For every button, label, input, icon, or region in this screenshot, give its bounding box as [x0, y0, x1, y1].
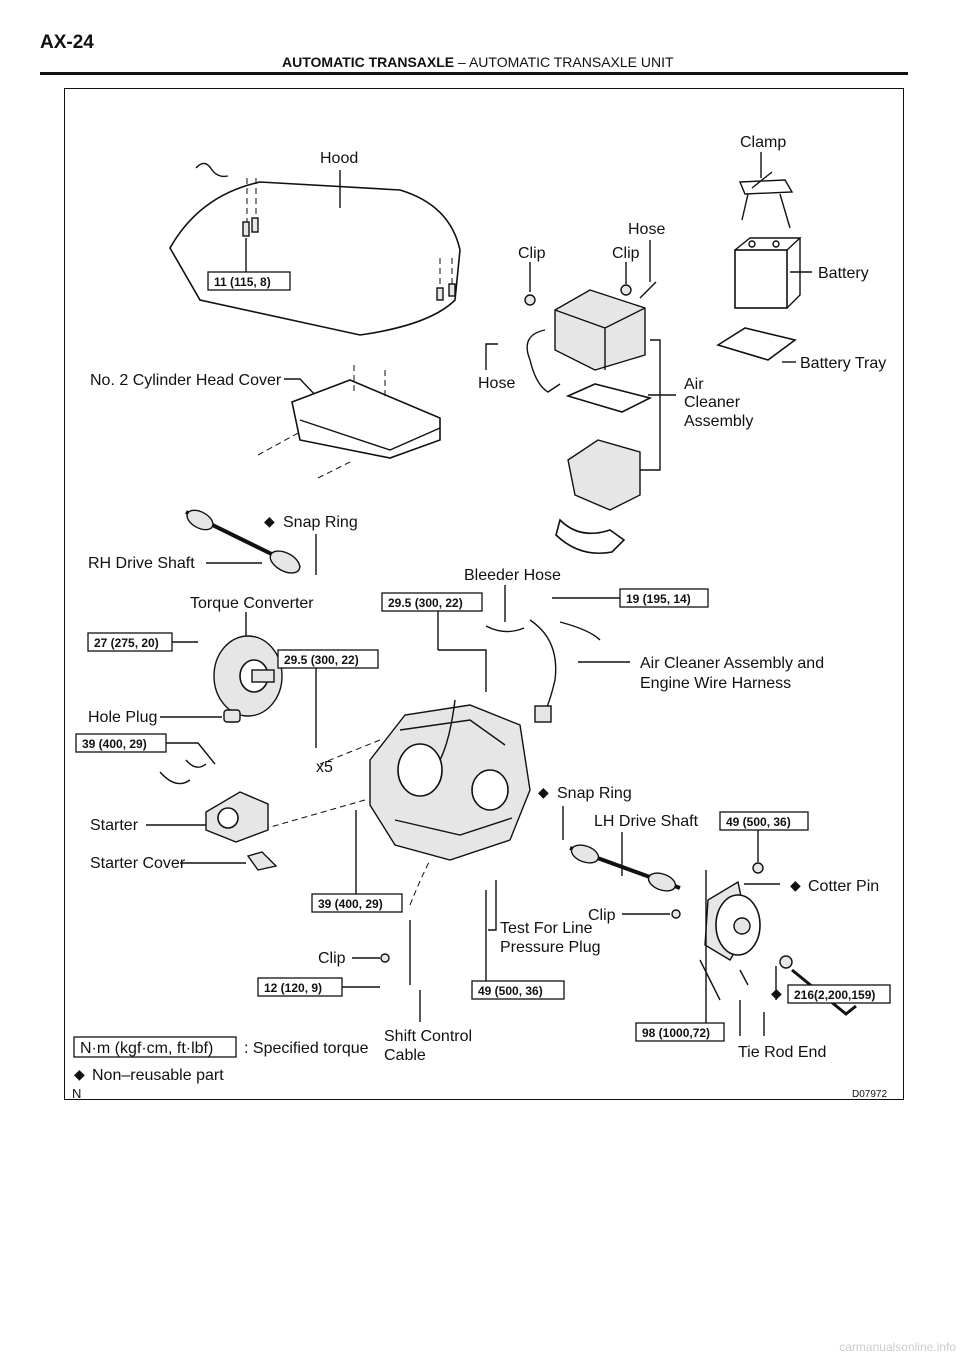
subsection-title: AUTOMATIC TRANSAXLE UNIT [468, 54, 674, 70]
torque-295-b-value: 29.5 (300, 22) [284, 653, 359, 667]
watermark: carmanualsonline.info [839, 1340, 956, 1354]
label-bleeder: Bleeder Hose [464, 567, 561, 584]
torque-49-a-value: 49 (500, 36) [726, 815, 791, 829]
torque-12: 12 (120, 9) [257, 977, 380, 997]
label-hose-left: Hose [478, 375, 515, 392]
torque-39-a-value: 39 (400, 29) [82, 737, 147, 751]
label-harness-2: Engine Wire Harness [640, 675, 791, 692]
label-clip-b: Clip [612, 245, 640, 262]
label-hose-top: Hose [628, 221, 665, 238]
label-hood: Hood [320, 150, 358, 167]
torque-39-b-value: 39 (400, 29) [318, 897, 383, 911]
rh-drive-shaft-part [185, 509, 301, 574]
torque-295-b: 29.5 (300, 22) [277, 649, 379, 748]
transaxle-part [369, 699, 531, 861]
label-clip-a: Clip [518, 245, 546, 262]
label-starter-cover: Starter Cover [90, 855, 186, 872]
section-header: AUTOMATIC TRANSAXLE – AUTOMATIC TRANSAXL… [282, 54, 674, 70]
harness-part [529, 619, 601, 723]
legend-spec: : Specified torque [244, 1040, 369, 1057]
header-rule [40, 72, 908, 75]
battery-part [734, 237, 802, 309]
label-snap-ring-2: Snap Ring [557, 785, 632, 802]
starter-part [159, 759, 269, 843]
figure-frame [64, 88, 904, 1100]
label-shift-2: Cable [384, 1047, 426, 1064]
label-air-cleaner-2: Cleaner [684, 394, 741, 411]
legend-nonreuse-symbol: ◆ [74, 1066, 85, 1082]
legend-unit: N·m (kgf·cm, ft·lbf) [80, 1040, 213, 1057]
label-battery: Battery [818, 265, 869, 282]
torque-98-value: 98 (1000,72) [642, 1026, 710, 1040]
legend-nonreuse: Non–reusable part [92, 1067, 224, 1084]
torque-49-b: 49 (500, 36) [471, 890, 565, 1000]
label-snap-ring-1: Snap Ring [283, 514, 358, 531]
label-head-cover: No. 2 Cylinder Head Cover [90, 372, 282, 389]
label-hole-plug: Hole Plug [88, 709, 157, 726]
air-cleaner-part [526, 289, 653, 511]
corner-mark: N [72, 1086, 81, 1101]
torque-49-a: 49 (500, 36) [719, 811, 809, 862]
battery-tray-part [716, 327, 797, 361]
label-torque-conv: Torque Converter [190, 595, 314, 612]
cotter-symbol: ◆ [790, 877, 801, 893]
label-lh-drive: LH Drive Shaft [594, 813, 699, 830]
label-test-2: Pressure Plug [500, 939, 601, 956]
label-clamp: Clamp [740, 134, 786, 151]
torque-12-value: 12 (120, 9) [264, 981, 322, 995]
label-rh-drive: RH Drive Shaft [88, 555, 195, 572]
lh-drive-shaft-part [569, 844, 681, 892]
label-test-1: Test For Line [500, 920, 593, 937]
torque-295-a: 29.5 (300, 22) [381, 592, 487, 692]
label-shift-1: Shift Control [384, 1028, 472, 1045]
torque-19: 19 (195, 14) [552, 588, 709, 608]
torque-216-value: 216(2,200,159) [794, 988, 875, 1002]
page-number: AX-24 [40, 32, 94, 53]
snap-ring-2-symbol: ◆ [538, 784, 549, 800]
label-x5: x5 [316, 759, 333, 776]
torque-27: 27 (275, 20) [87, 632, 198, 652]
torque-27-value: 27 (275, 20) [94, 636, 159, 650]
head-cover-part [257, 365, 441, 479]
air-duct-part [555, 518, 626, 554]
snap-ring-1-symbol: ◆ [264, 513, 275, 529]
section-title: AUTOMATIC TRANSAXLE [282, 54, 455, 70]
label-clip-c: Clip [588, 907, 616, 924]
torque-295-a-value: 29.5 (300, 22) [388, 596, 463, 610]
knuckle-part [699, 880, 761, 1001]
torque-49-b-value: 49 (500, 36) [478, 984, 543, 998]
torque-hood: 11 (115, 8) [207, 238, 291, 291]
label-starter: Starter [90, 817, 139, 834]
label-cotter: Cotter Pin [808, 878, 879, 895]
hood-part [169, 162, 461, 336]
tie-rod-symbol: ◆ [771, 985, 782, 1001]
label-tie-rod: Tie Rod End [738, 1044, 826, 1061]
clamp-part [738, 171, 794, 229]
label-clip-d: Clip [318, 950, 346, 967]
torque-216: 216(2,200,159) [787, 984, 891, 1004]
legend-torque: N·m (kgf·cm, ft·lbf) [73, 1036, 237, 1058]
label-air-cleaner-1: Air [684, 376, 704, 393]
figure-code: D07972 [852, 1089, 887, 1100]
torque-98: 98 (1000,72) [635, 870, 725, 1042]
torque-39-a: 39 (400, 29) [75, 733, 216, 765]
label-air-cleaner-3: Assembly [684, 413, 753, 430]
torque-39-b: 39 (400, 29) [311, 810, 403, 913]
label-battery-tray: Battery Tray [800, 355, 886, 372]
section-separator: – [458, 54, 466, 70]
torque-converter-part [213, 635, 283, 717]
torque-19-value: 19 (195, 14) [626, 592, 691, 606]
torque-hood-value: 11 (115, 8) [214, 275, 271, 289]
label-harness-1: Air Cleaner Assembly and [640, 655, 824, 672]
